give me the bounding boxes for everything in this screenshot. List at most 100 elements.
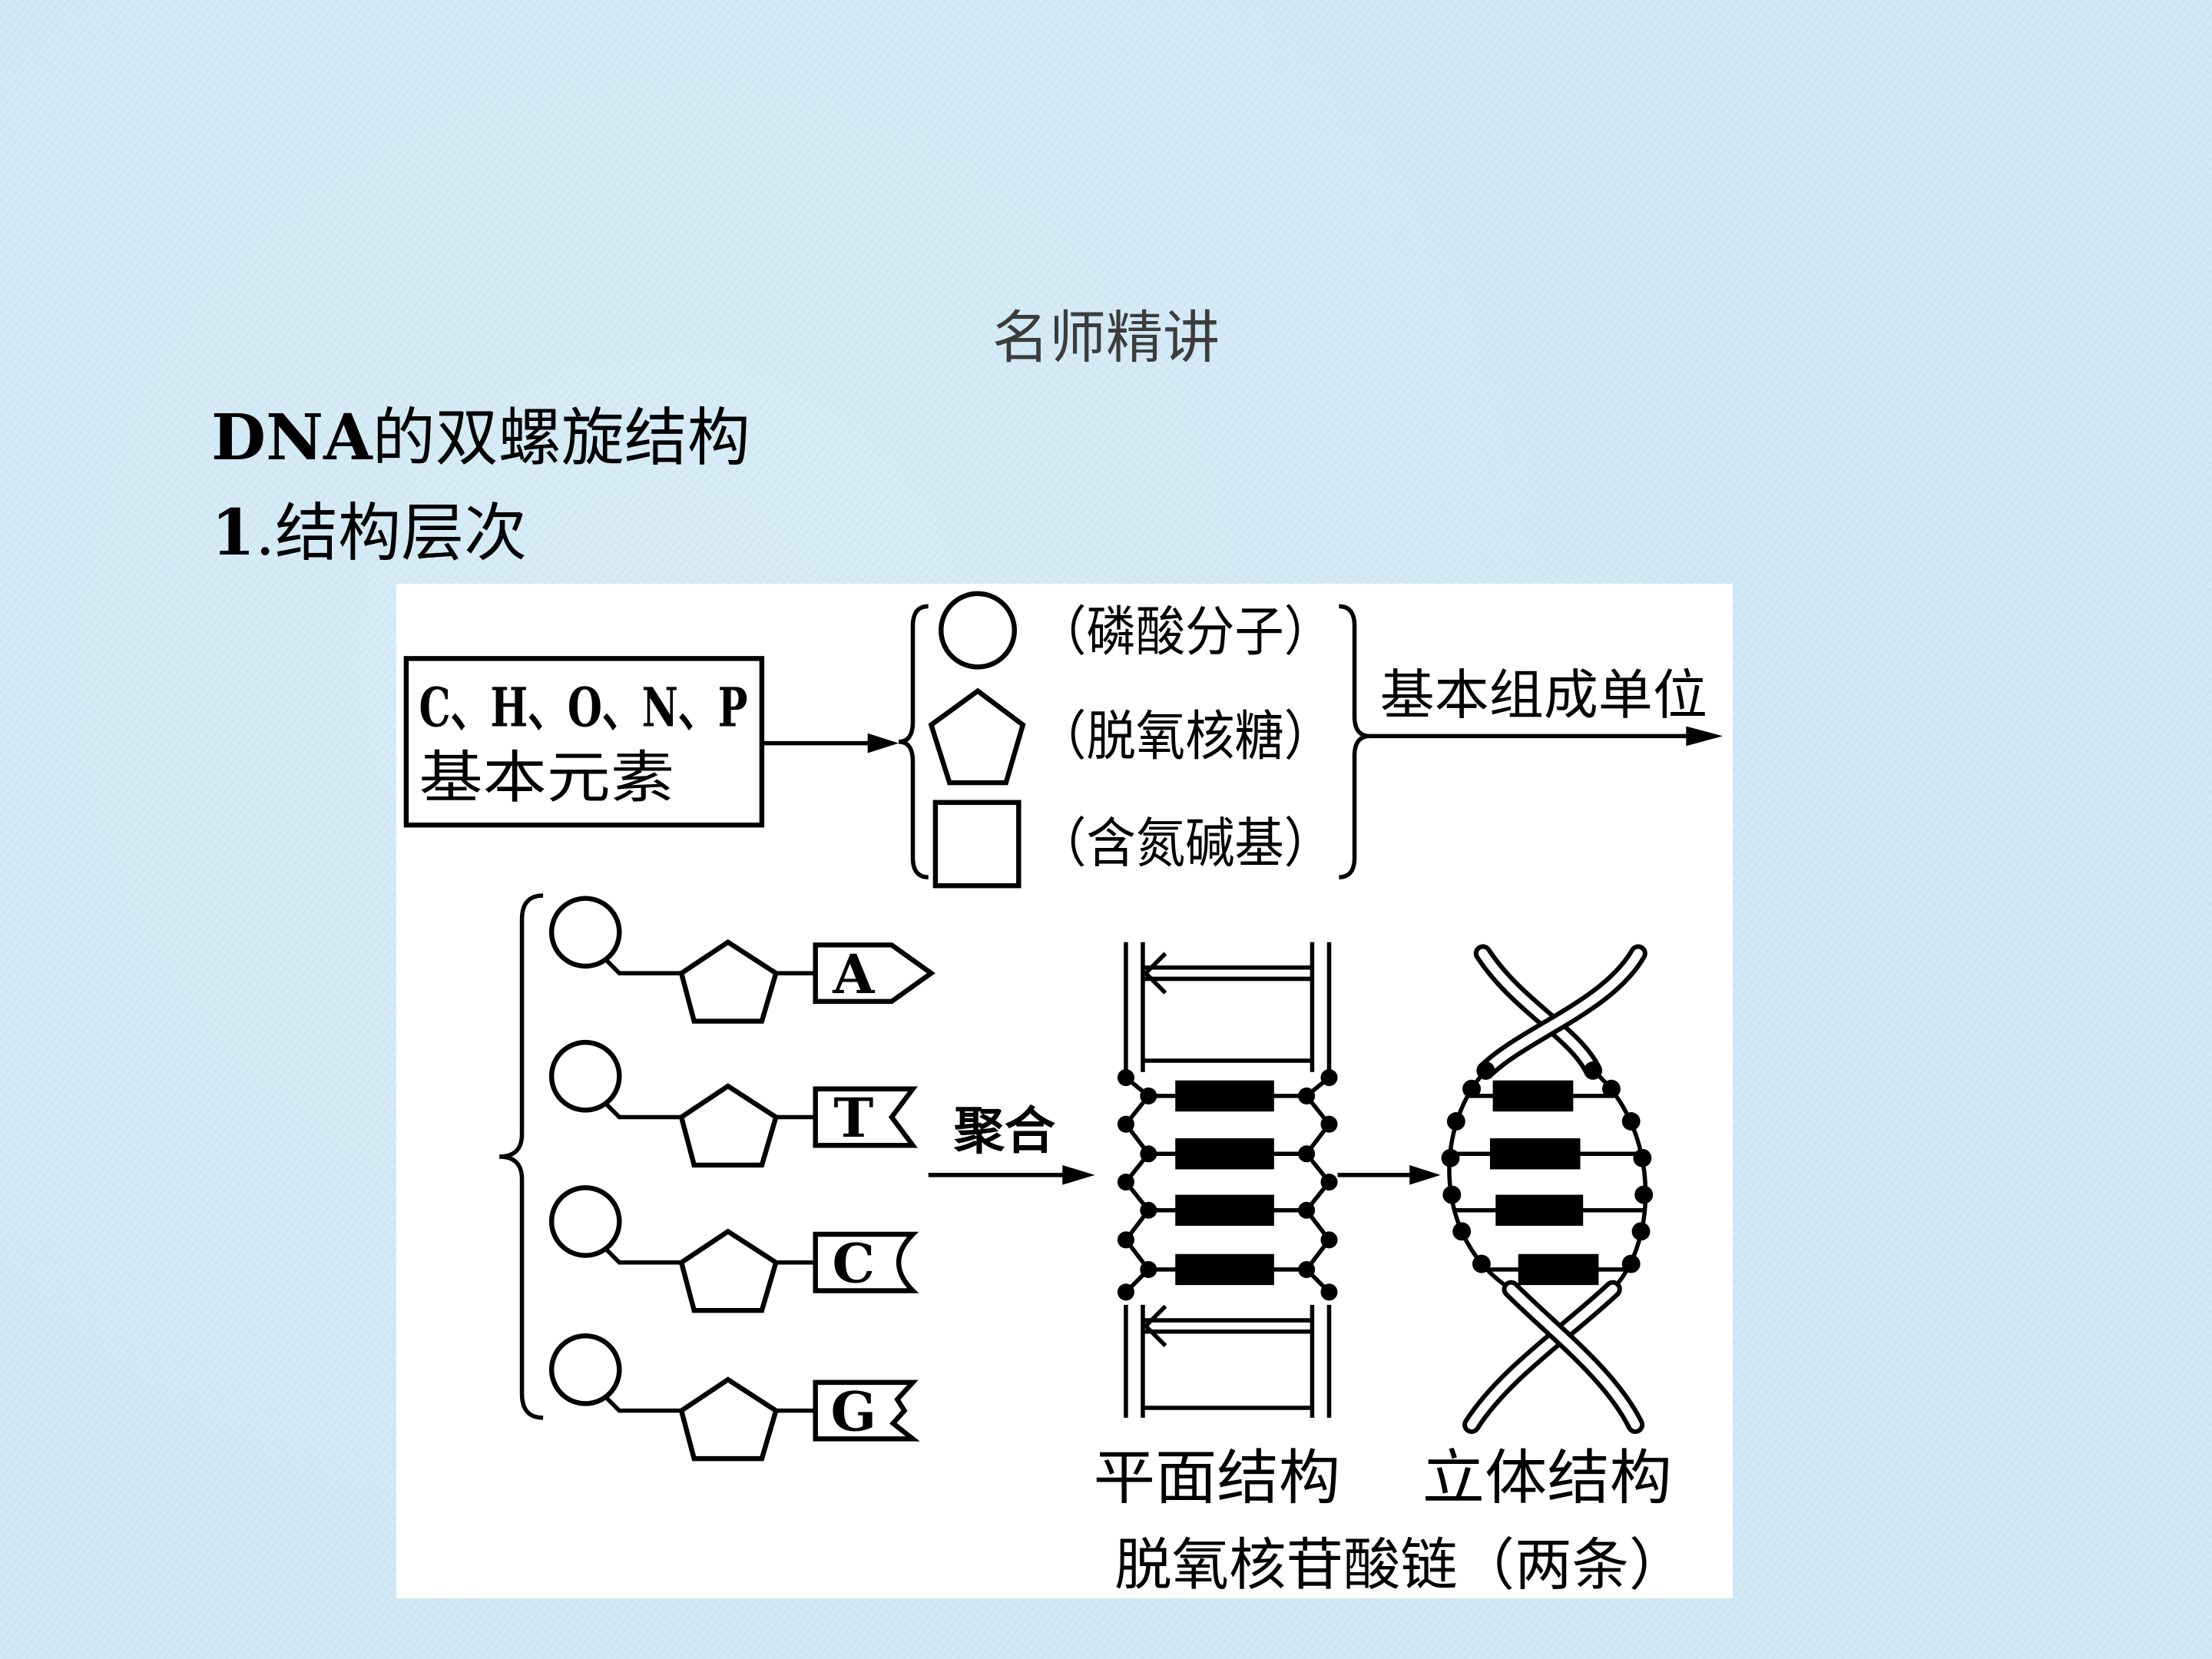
helix-base-pairs [1450,1080,1644,1286]
elements-list: C、H、O、N、P [419,677,747,740]
base-pair-bar [1518,1253,1599,1286]
phosphate-sugar-bond [604,1395,682,1413]
backbone-dot [1117,1115,1134,1133]
deoxyribose-pentagon [678,939,780,1024]
basic-unit-label: 基本组成单位 [1380,664,1707,727]
backbone-dot [1452,1222,1472,1241]
backbone-dot [1117,1069,1134,1087]
subsection-text: .结构层次 [255,497,528,570]
base-pair-bar [1175,1194,1274,1226]
dna-structure-diagram: C、H、O、N、P 基本元素 （磷酸分子） （脱氧核糖） （含氮碱基） 基本组成… [396,584,1733,1598]
backbone-dot [1602,1079,1621,1098]
backbone-dot [1117,1231,1134,1249]
planar-structure [1117,942,1338,1418]
deoxyribose-label: （脱氧核糖） [1037,705,1333,767]
base-square [932,800,1022,889]
slide-title: 名师精讲 [992,305,1220,371]
helix-strand-fill [1478,949,1598,1075]
backbone-dot [1631,1222,1651,1241]
backbone-dot [1320,1115,1338,1133]
nucleotide-row-t: T [548,1039,918,1168]
helix-bottom-twist [1462,1280,1645,1434]
helix-backbone-dots [1441,1061,1654,1299]
helix-top-twist [1473,944,1647,1080]
rung-arrow-tip [1142,1304,1167,1348]
component-base: （含氮碱基） [932,800,1333,889]
nucleotide-row-a: A [548,896,935,1024]
helix-strand-fill [1481,949,1643,1075]
component-deoxyribose: （脱氧核糖） [928,687,1333,786]
elements-box: C、H、O、N、P 基本元素 [403,656,765,828]
elements-to-components-arrow [761,733,899,753]
deoxyribose-pentagon [678,1083,780,1168]
polymerize-label: 聚合 [953,1101,1055,1161]
subsection-number: 1 [211,496,256,570]
double-helix [1441,944,1654,1434]
base-label: （含氮碱基） [1037,813,1333,875]
backbone-dot [1633,1148,1652,1167]
phosphate-circle [548,896,622,969]
base-pair-bar [1489,1138,1581,1170]
component-phosphate: （磷酸分子） [939,591,1333,670]
planar-ladder-bottom [1124,1304,1332,1418]
backbone-dot [1621,1112,1641,1131]
section-heading: DNA的双螺旋结构 [211,399,750,477]
backbone-dot [1621,1254,1641,1273]
backbone-dot [1472,1254,1491,1273]
helix-strand-fill [1467,1284,1618,1429]
phosphate-label: （磷酸分子） [1037,601,1333,663]
phosphate-sugar-bond [604,1101,682,1120]
backbone-dot [1117,1173,1134,1191]
heading-text: 的双螺旋结构 [372,402,750,475]
elements-caption: 基本元素 [419,745,674,810]
planar-to-spatial-arrow [1337,1164,1441,1185]
backbone-dot [1462,1079,1481,1098]
helix-strand-fill [1506,1284,1641,1429]
nucleotide-row-c: C [548,1185,919,1313]
backbone-dot [1117,1283,1134,1301]
base-tag-a [813,942,935,1005]
phosphate-circle [939,591,1017,670]
backbone-dot [1476,1061,1495,1080]
spatial-structure-label: 立体结构 [1422,1444,1672,1513]
base-pair-bar [1175,1138,1274,1170]
deoxyribose-pentagon [678,1376,780,1462]
phosphate-circle [548,1333,622,1406]
arrow-head [1409,1164,1441,1185]
backbone-dot [1320,1283,1338,1301]
base-pair-bar [1175,1253,1274,1286]
backbone-dot [1441,1148,1460,1167]
phosphate-circle [548,1185,622,1258]
base-pair-bar [1492,1080,1574,1112]
base-tag-c [813,1231,919,1293]
basic-unit-arrow: 基本组成单位 [1369,664,1724,747]
planar-ladder-top [1124,942,1332,1072]
polymerize-arrow: 聚合 [928,1101,1095,1185]
arrow-head [867,733,899,753]
base-tag-t [813,1086,918,1148]
base-letter-a: A [832,943,875,1006]
rung-arrow-tip [1142,952,1167,995]
planar-base-pairs [1148,1080,1307,1286]
backbone-dot [1442,1185,1462,1204]
heading-prefix: DNA [211,401,373,475]
backbone-dot [1634,1185,1654,1204]
phosphate-sugar-bond [604,1247,682,1265]
components-left-brace [898,604,929,879]
phosphate-sugar-bond [604,957,682,975]
backbone-dot [1320,1069,1338,1087]
deoxyribose-pentagon [928,687,1026,786]
subsection-heading: 1.结构层次 [211,495,527,572]
nucleotide-row-g: G [548,1333,920,1462]
base-pair-bar [1495,1194,1584,1226]
phosphate-circle [548,1039,622,1113]
nucleotide-chain-label: 脱氧核苷酸链（两条） [1114,1533,1686,1598]
base-tag-g [813,1379,920,1442]
backbone-dot [1320,1231,1338,1249]
arrow-head [1062,1164,1095,1185]
base-pair-bar [1175,1080,1274,1112]
backbone-dot [1320,1173,1338,1191]
backbone-dot [1446,1112,1465,1131]
planar-structure-label: 平面结构 [1094,1444,1341,1513]
